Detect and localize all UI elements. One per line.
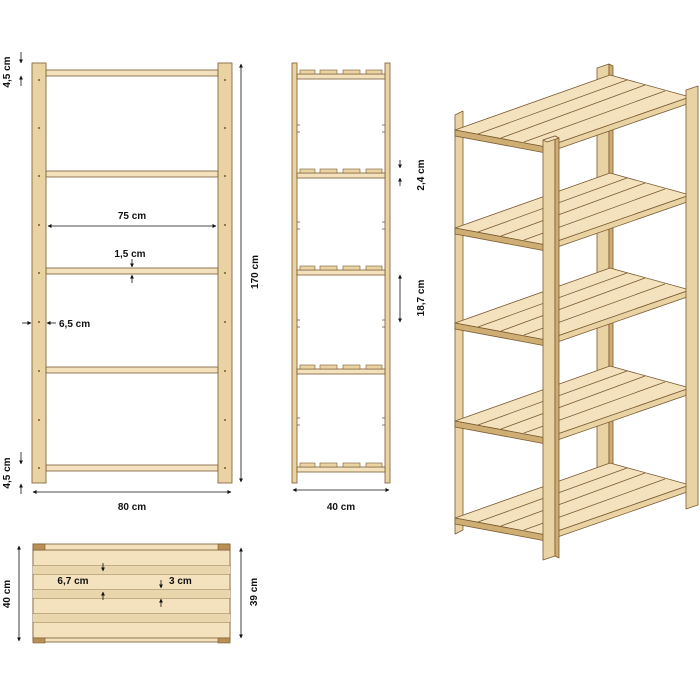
iso-post-front-left-top: [542, 135, 560, 143]
top-slat-4: [32, 621, 231, 639]
side-shelf-1: [296, 73, 386, 80]
top-post-caps: [32, 543, 231, 644]
dim-slat-spacing-label: 3 cm: [169, 576, 192, 587]
front-view: 4,5 cm 4,5 cm 75 cm 1,5 cm 6,5 cm 170 cm…: [2, 52, 261, 513]
dim-top-shelf-label: 4,5 cm: [2, 56, 13, 87]
front-shelf-2: [45, 170, 219, 178]
dim-top-inner-depth-label: 39 cm: [249, 578, 260, 606]
front-shelf-4: [45, 366, 219, 374]
side-shelf-2: [296, 172, 386, 179]
iso-shelf-1: [454, 74, 691, 154]
side-post-right: [384, 62, 391, 484]
top-slat-3: [32, 597, 231, 615]
iso-post-front-left: [542, 135, 556, 561]
iso-shelf-2: [454, 172, 691, 252]
isometric-view: [454, 63, 699, 561]
side-shelves: [296, 73, 386, 473]
dim-top-depth-label: 40 cm: [2, 580, 13, 608]
front-shelf-3: [45, 267, 219, 275]
iso-post-front-left-side: [554, 135, 560, 559]
dim-shelf-thickness-label: 1,5 cm: [114, 249, 145, 260]
front-shelves: [45, 69, 219, 472]
top-slat-1: [32, 549, 231, 567]
iso-shelf-5: [454, 462, 691, 542]
side-shelf-3: [296, 269, 386, 276]
dim-height-label: 170 cm: [250, 255, 261, 289]
top-view: 40 cm 6,7 cm 3 cm 39 cm: [2, 543, 260, 644]
top-slat-gaps: [33, 566, 230, 622]
dim-inner-width-label: 75 cm: [118, 211, 146, 222]
iso-post-front-right: [685, 85, 699, 510]
front-shelf-5: [45, 464, 219, 472]
side-post-left: [291, 62, 298, 484]
side-shelf-4: [296, 368, 386, 375]
side-view: 2,4 cm 18,7 cm 40 cm: [291, 62, 427, 513]
dim-slat-gap-label: 2,4 cm: [416, 159, 427, 190]
dim-slat-width-label: 6,7 cm: [57, 576, 88, 587]
front-shelf-1: [45, 69, 219, 77]
dim-total-width-label: 80 cm: [118, 502, 146, 513]
iso-shelf-3: [454, 267, 691, 347]
dim-shelf-gap-label: 18,7 cm: [416, 280, 427, 317]
front-post-holes: [38, 79, 226, 469]
side-shelf-5: [296, 466, 386, 473]
side-slat-tops: [299, 69, 383, 468]
side-post-ticks: [297, 124, 385, 426]
dim-post-width-label: 6,5 cm: [59, 319, 90, 330]
iso-shelf-4: [454, 365, 691, 445]
dim-side-depth-label: 40 cm: [327, 502, 355, 513]
dim-bottom-shelf-label: 4,5 cm: [2, 457, 13, 488]
